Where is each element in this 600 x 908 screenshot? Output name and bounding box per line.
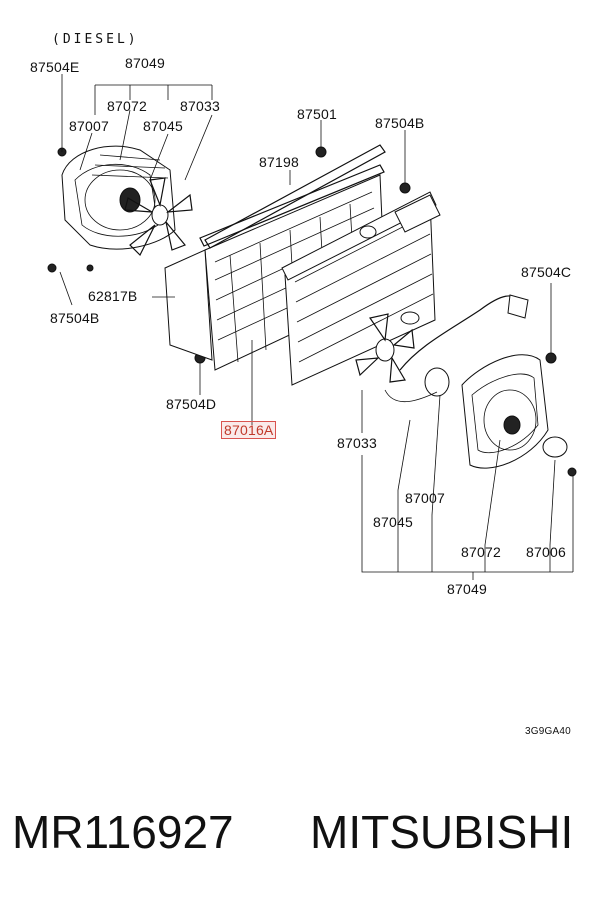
callout-87072-top: 87072 [107, 98, 147, 114]
left-fan-blades [124, 177, 193, 257]
callout-87049-top: 87049 [125, 55, 165, 71]
leader-lines [59, 74, 574, 580]
drawing-code: 3G9GA40 [525, 726, 571, 737]
parts-diagram: (DIESEL) 87504E 87049 87072 87033 87007 … [30, 32, 577, 737]
engine-variant-header: (DIESEL) [52, 32, 139, 47]
right-fan-shroud [461, 354, 568, 469]
callout-62817B: 62817B [88, 288, 138, 304]
callout-87504C: 87504C [521, 264, 572, 280]
radiator [281, 191, 441, 386]
callout-87504B-left: 87504B [50, 310, 100, 326]
callout-87007-bottom: 87007 [405, 490, 445, 506]
exploded-view-drawing [47, 74, 577, 580]
callout-87033-bottom: 87033 [337, 435, 377, 451]
callout-87006: 87006 [526, 544, 566, 560]
callout-87198: 87198 [259, 154, 299, 170]
callout-87007-top: 87007 [69, 118, 109, 134]
left-fan-shroud [61, 145, 176, 250]
callout-87045-bottom: 87045 [373, 514, 413, 530]
callout-87504B-top: 87504B [375, 115, 425, 131]
callout-87501: 87501 [297, 106, 337, 122]
part-number: MR116927 [12, 806, 234, 858]
brand-name: MITSUBISHI [310, 806, 574, 858]
callout-87045-top: 87045 [143, 118, 183, 134]
callout-87049-bottom: 87049 [447, 581, 487, 597]
product-caption: MR116927 MITSUBISHI [0, 805, 600, 875]
right-fan-blades [355, 313, 415, 383]
callout-87033-top: 87033 [180, 98, 220, 114]
callout-87504D: 87504D [166, 396, 217, 412]
fan-motor-wire [384, 294, 529, 403]
callout-87072-bottom: 87072 [461, 544, 501, 560]
seal-strip [204, 144, 386, 249]
callout-87016A-highlighted: 87016A [221, 421, 277, 439]
callout-87504E: 87504E [30, 59, 80, 75]
